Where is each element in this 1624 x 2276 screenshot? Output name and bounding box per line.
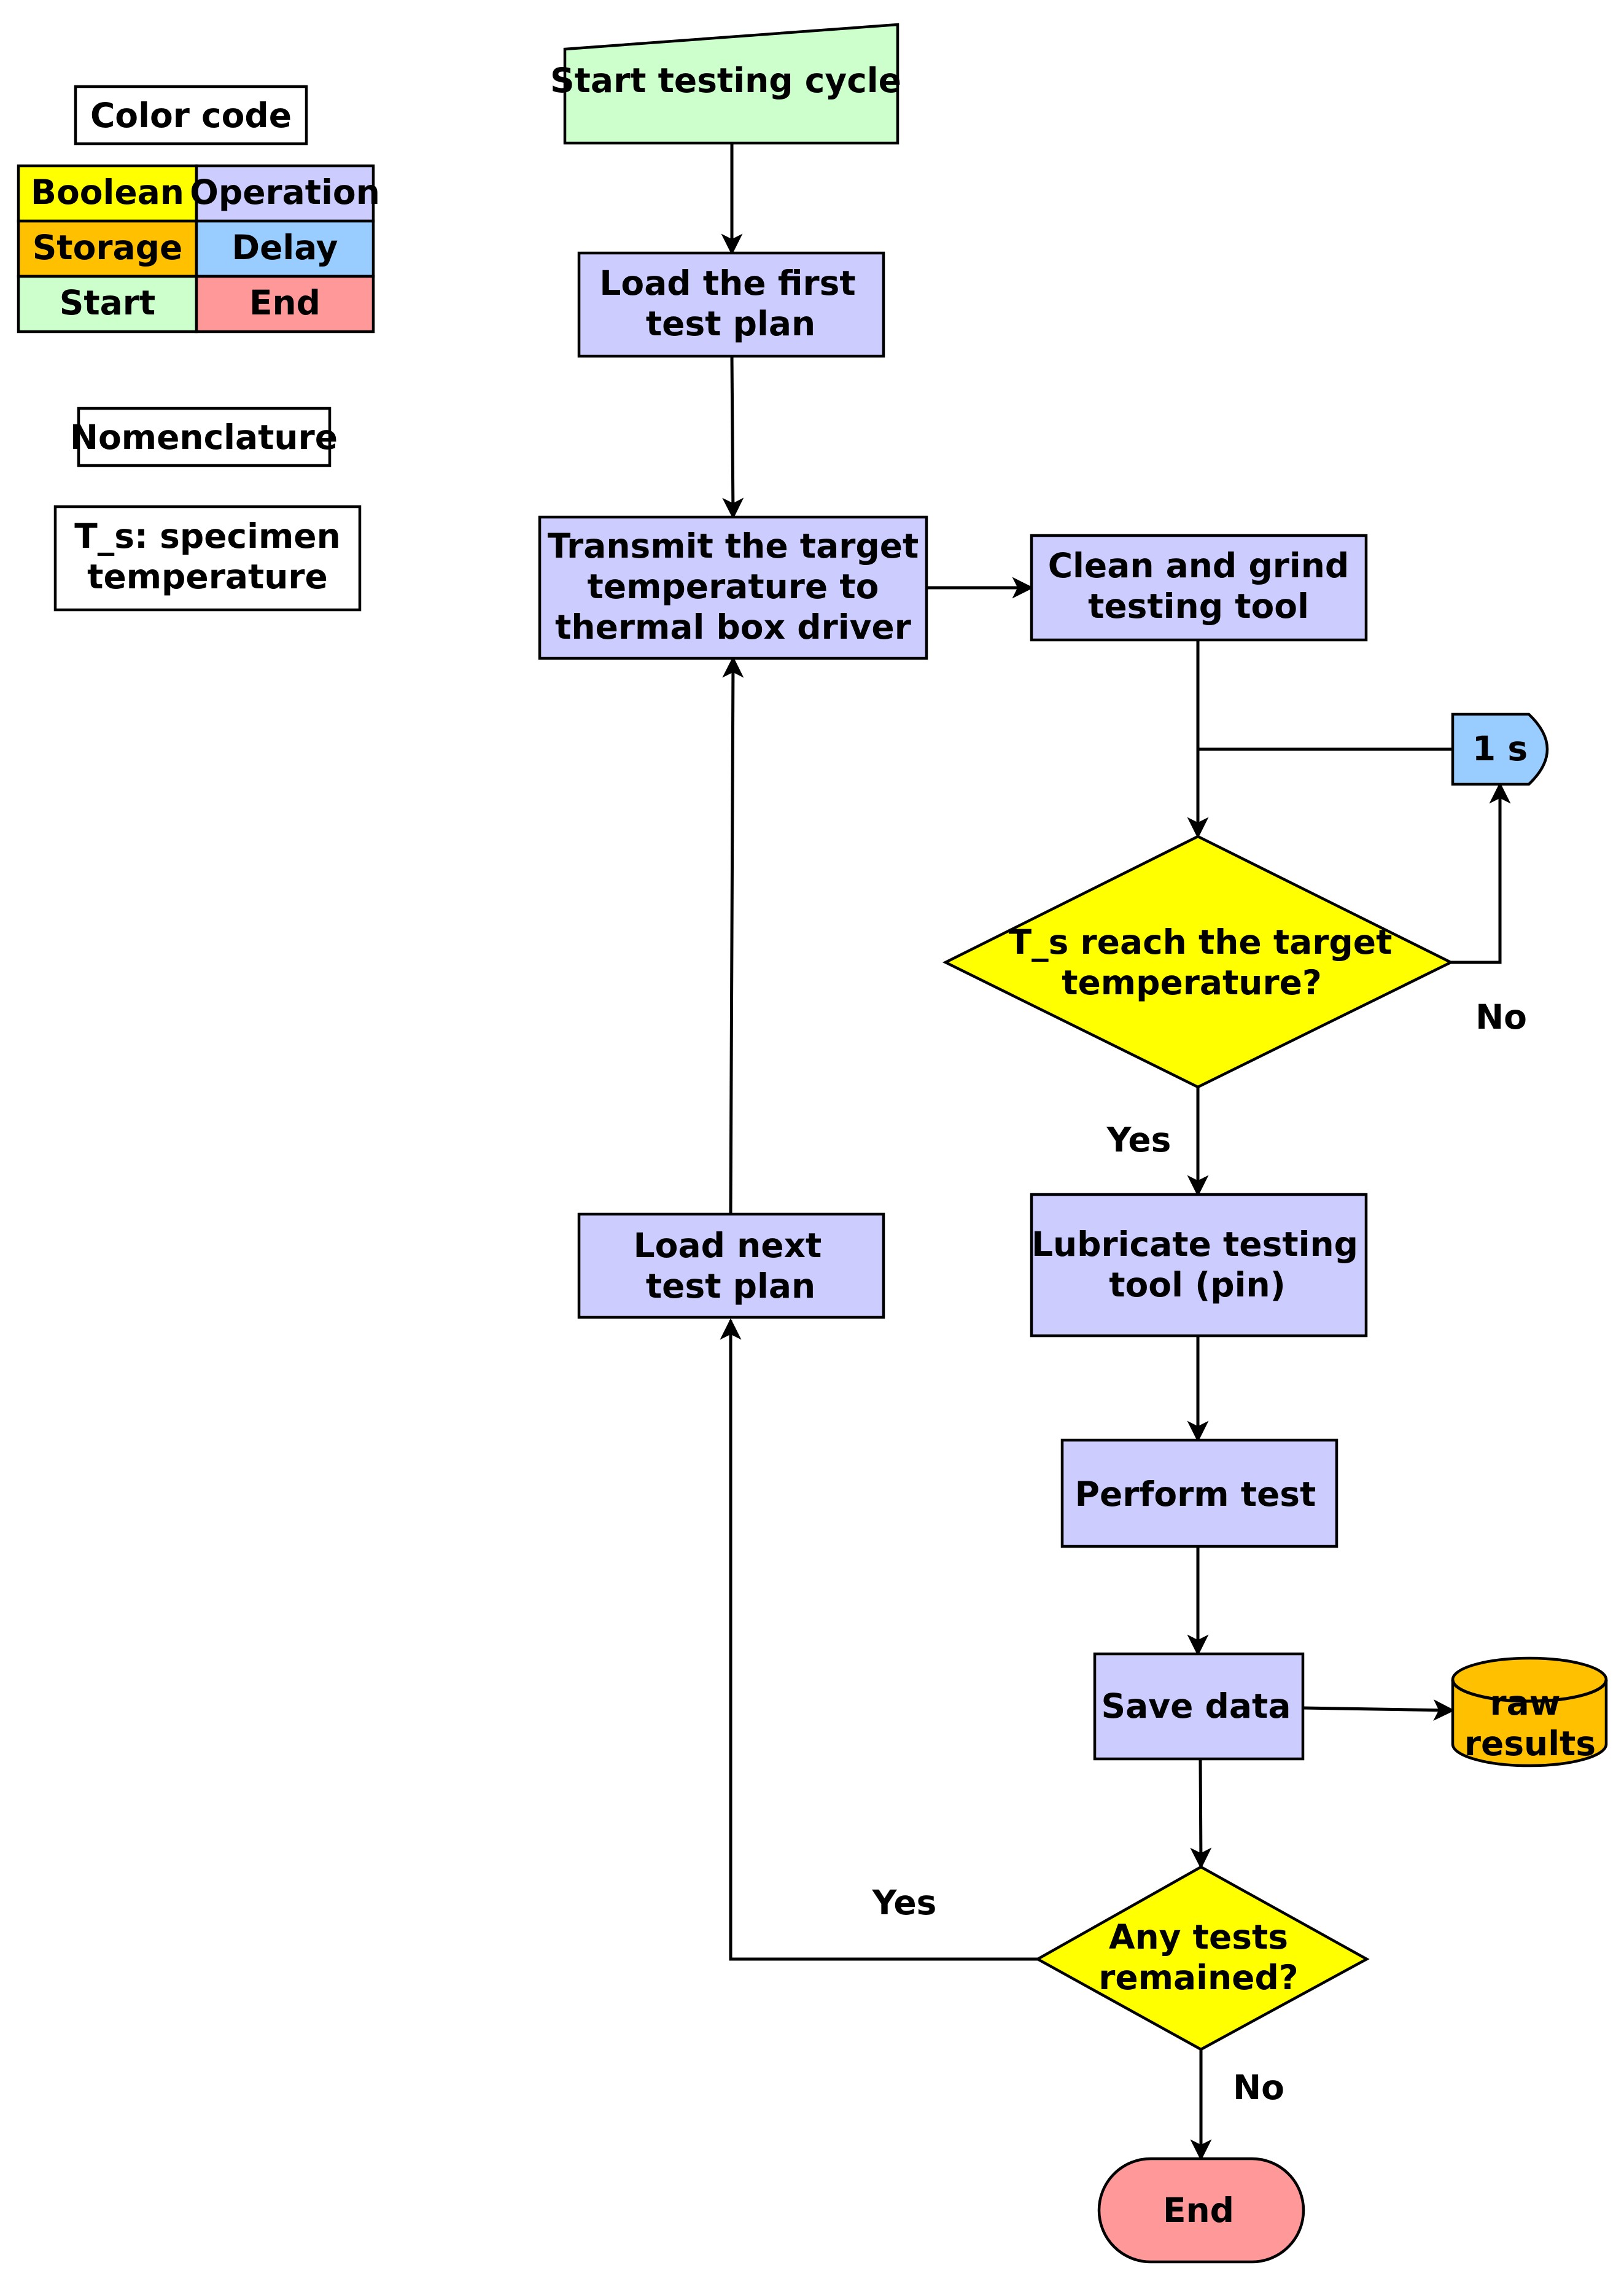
legend-title-box: Color code [74,85,308,146]
legend-label-storage: Storage [33,228,183,267]
save-label: Save data [1101,1686,1291,1726]
edge-remained-to-load-next-yes [720,1318,1038,1961]
node-load-first [577,251,885,358]
load-next-shape [577,1212,885,1319]
legend-label-boolean: Boolean [31,173,184,212]
clean-label-line-1: Clean and grind [1048,546,1350,585]
transmit-label-line-1: Transmit the target [548,526,919,566]
nomenclature-title-box: Nomenclature [70,407,338,467]
perform-shape [1060,1438,1338,1548]
legend: Color code Boolean Operation Storage Del… [17,85,380,612]
legend-title: Color code [90,96,292,135]
node-remained [1035,1865,1370,2051]
delay-shape [1451,712,1549,786]
delay-label: 1 s [1472,729,1528,768]
reach-label-line-1: T_s reach the target [1009,922,1393,962]
edge-label-remained-no: No [1233,2068,1284,2107]
save-shape [1093,1652,1305,1761]
edge-label-reach-yes: Yes [1106,1120,1171,1159]
node-end [1097,2157,1305,2264]
raw-label-line-1: raw [1490,1683,1560,1723]
node-delay [1451,712,1549,786]
node-reach [942,835,1455,1089]
transmit-label-line-3: thermal box driver [555,607,911,647]
start-label: Start testing cycle [550,61,901,100]
edge-reach-to-delay-no [1451,782,1511,964]
load-first-label-line-2: test plan [646,304,815,343]
start-shape [563,23,899,145]
legend-label-end: End [249,283,321,322]
nomenclature-entry-box: T_s: specimen temperature [53,505,362,612]
raw-shape [1451,1656,1608,1767]
clean-label-line-2: testing tool [1088,587,1309,626]
legend-label-delay: Delay [231,228,338,267]
raw-shape-rim [1451,1679,1608,1703]
node-perform [1060,1438,1338,1548]
lubricate-label-line-1: Lubricate testing [1032,1225,1358,1264]
node-raw [1451,1656,1608,1767]
end-label: End [1163,2191,1234,2230]
clean-shape [1030,534,1368,642]
node-clean [1030,534,1368,642]
remained-label-line-1: Any tests [1109,1917,1288,1957]
nomenclature-title: Nomenclature [70,418,338,457]
color-code-table: Boolean Operation Storage Delay Start En… [17,164,380,333]
raw-label-line-2: results [1464,1724,1596,1763]
load-first-label-line-1: Load the first [599,263,855,303]
transmit-label-line-2: temperature to [588,567,879,606]
legend-label-start: Start [60,283,155,322]
remained-shape [1035,1865,1370,2051]
node-labels: Start testing cycle Load the first test … [548,61,1596,2230]
legend-cell-end [195,275,375,333]
legend-cell-boolean [17,164,198,223]
transmit-shape [538,515,928,660]
node-transmit [538,515,928,660]
lubricate-shape [1030,1193,1368,1338]
node-save [1093,1652,1305,1761]
edge-load-first-to-transmit [722,356,744,520]
reach-shape [942,835,1455,1089]
legend-label-operation: Operation [190,173,380,212]
node-lubricate [1030,1193,1368,1338]
legend-cell-start [17,275,198,333]
load-next-label-line-1: Load next [634,1226,822,1265]
load-next-label-line-2: test plan [646,1266,815,1306]
node-load-next [577,1212,885,1319]
nomenclature-entry-line-2: temperature [87,557,328,596]
remained-label-line-2: remained? [1098,1958,1298,1997]
perform-label: Perform test [1075,1475,1316,1514]
connectors [720,143,1511,2161]
nomenclature-entry-line-1: T_s: specimen [74,516,341,556]
edge-load-next-to-transmit [722,656,744,1215]
edge-label-reach-no: No [1475,997,1527,1037]
reach-label-line-2: temperature? [1062,963,1322,1002]
node-start [563,23,899,145]
end-shape [1097,2157,1305,2264]
edge-save-to-remained [1190,1758,1212,1869]
edge-labels: No Yes Yes No [872,997,1527,2107]
edge-label-remained-yes: Yes [872,1883,937,1922]
lubricate-label-line-2: tool (pin) [1109,1265,1286,1304]
edge-save-to-raw [1302,1699,1455,1721]
load-first-shape [577,251,885,358]
